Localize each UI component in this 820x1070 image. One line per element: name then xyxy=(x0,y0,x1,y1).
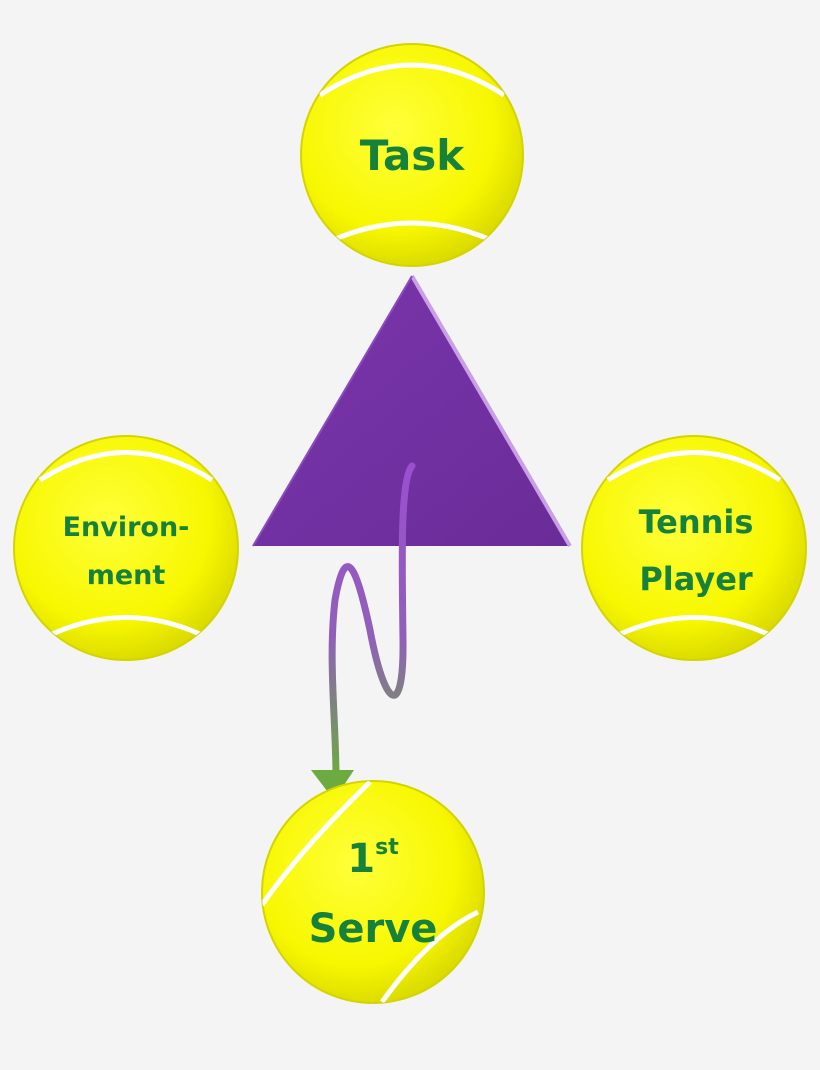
environment-ball: Environ- ment xyxy=(13,435,239,661)
serve-arrow-head xyxy=(311,770,354,800)
tennis-player-label-line1: Tennis xyxy=(639,503,754,541)
first-serve-ball-body xyxy=(261,780,485,1004)
environment-label-line2: ment xyxy=(87,560,166,591)
tennis-player-ball-body xyxy=(581,435,807,661)
tennis-player-ball-seam-bottom xyxy=(606,615,782,643)
task-ball-seam-bottom xyxy=(318,220,506,249)
triangle-edge xyxy=(252,275,413,547)
first-serve-suffix: st xyxy=(375,835,399,860)
triangle-body xyxy=(253,276,570,546)
first-serve-label-ordinal: 1st xyxy=(347,835,399,882)
triangle-highlight xyxy=(410,274,572,548)
task-label: Task xyxy=(360,131,466,180)
first-serve-number: 1 xyxy=(347,836,375,882)
first-serve-ball-seam-right xyxy=(379,909,480,1003)
task-ball: Task xyxy=(300,43,524,267)
task-ball-body xyxy=(300,43,524,267)
tennis-player-label-line2: Player xyxy=(639,560,753,598)
serve-arrow-path xyxy=(328,462,416,782)
first-serve-ball: 1st Serve xyxy=(261,780,485,1004)
environment-ball-seam-bottom xyxy=(38,615,214,643)
environment-ball-body xyxy=(13,435,239,661)
tennis-player-ball: Tennis Player xyxy=(581,435,807,661)
serve-arrow xyxy=(311,462,416,800)
task-ball-seam-top xyxy=(318,62,506,98)
first-serve-label-line2: Serve xyxy=(309,906,438,952)
constraint-triangle xyxy=(252,274,572,548)
first-serve-ball-seam-left xyxy=(262,781,372,907)
tennis-player-ball-seam-top xyxy=(606,450,782,483)
environment-ball-seam-top xyxy=(38,450,214,483)
environment-label-line1: Environ- xyxy=(63,512,190,543)
